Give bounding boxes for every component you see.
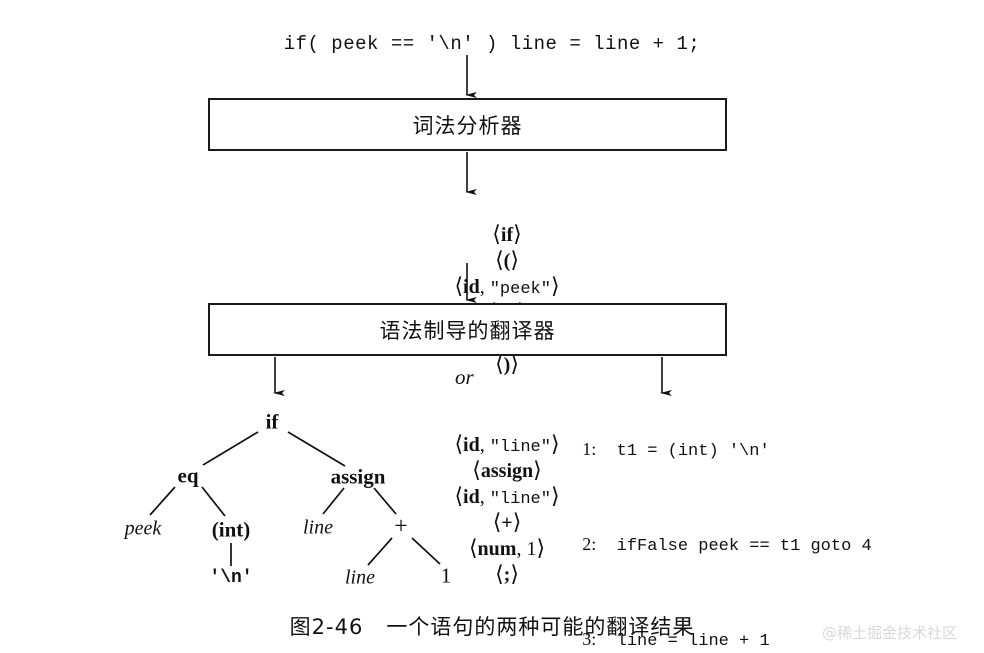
tree-node-plus: +: [394, 513, 408, 540]
tac-instruction: t1 = (int) '\n': [616, 442, 770, 461]
tree-node-int-cast: (int): [211, 517, 251, 542]
watermark: @稀土掘金技术社区: [822, 624, 958, 642]
stage-box-label: 语法制导的翻译器: [379, 318, 556, 343]
tac-row: 2: ifFalse peek == t1 goto 4: [521, 498, 872, 593]
tree-node-assign: assign: [330, 464, 386, 489]
figure-caption: 图2-46 一个语句的两种可能的翻译结果: [289, 615, 695, 639]
tac-line-number: 3:: [582, 629, 597, 649]
tree-node-line-lhs: line: [303, 516, 333, 539]
stage-box-syntax-directed-translator[interactable]: 语法制导的翻译器: [208, 303, 727, 356]
tac-line-number: 1:: [582, 439, 597, 459]
tac-row: 3: line = line + 1: [521, 593, 872, 653]
stage-box-label: 词法分析器: [412, 113, 523, 138]
tac-line-number: 2:: [582, 534, 597, 554]
token-stream-line-2: ⟨id, "line"⟩ ⟨assign⟩ ⟨id, "line"⟩ ⟨+⟩ ⟨…: [454, 431, 560, 586]
stage-box-lexical-analyzer[interactable]: 词法分析器: [208, 98, 727, 151]
tree-node-one: 1: [440, 563, 452, 588]
tac-row: 1: t1 = (int) '\n': [521, 403, 872, 498]
tree-node-line-rhs: line: [345, 566, 375, 589]
tree-node-eq: eq: [177, 463, 199, 488]
tac-instruction: line = line + 1: [616, 632, 770, 651]
tac-instruction: ifFalse peek == t1 goto 4: [616, 537, 872, 556]
tree-node-if: if: [265, 409, 279, 434]
or-label: or: [455, 365, 474, 389]
source-code-line: if( peek == '\n' ) line = line + 1;: [283, 33, 701, 55]
tree-node-newline-literal: '\n': [209, 568, 253, 588]
tree-node-peek: peek: [124, 517, 162, 540]
three-address-code: 1: t1 = (int) '\n' 2: ifFalse peek == t1…: [521, 403, 872, 653]
